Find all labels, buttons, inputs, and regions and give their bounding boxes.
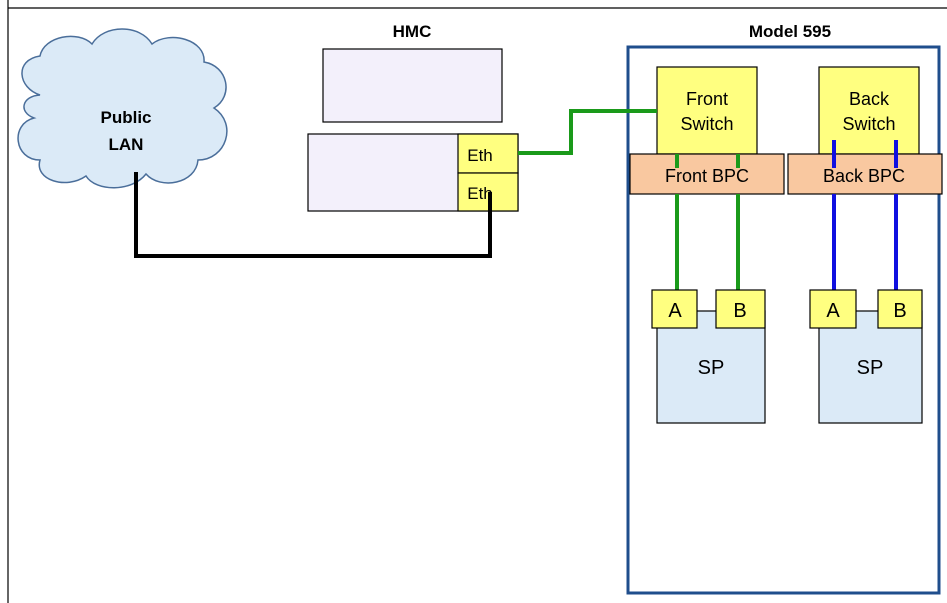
sp-right — [818, 310, 923, 424]
hmc-monitor — [322, 48, 503, 123]
back-bpc-label: Back BPC — [823, 166, 905, 186]
hmc-unit: Eth Eth — [307, 48, 519, 212]
front-switch — [656, 66, 758, 155]
port-b-left-label: B — [733, 300, 746, 322]
back-bpc — [787, 153, 943, 195]
model-595-frame — [626, 45, 941, 595]
lan-to-hmc-link — [134, 172, 492, 258]
back-switch — [818, 66, 920, 155]
cloud-label-line1: Public — [100, 108, 151, 127]
front-bpc — [629, 153, 785, 195]
front-switch-label-line2: Switch — [680, 114, 733, 134]
cloud-label-line2: LAN — [109, 135, 144, 154]
port-a-left-label: A — [668, 300, 682, 322]
cloud-shape — [17, 28, 228, 189]
back-switch-label-line2: Switch — [842, 114, 895, 134]
front-bpc-label: Front BPC — [665, 166, 749, 186]
sp-right-label: SP — [857, 357, 884, 379]
public-lan-cloud: Public LAN — [17, 28, 228, 189]
sp-left-label: SP — [698, 357, 725, 379]
port-a-left — [651, 289, 698, 329]
port-b-left — [715, 289, 766, 329]
sp-left — [656, 310, 766, 424]
port-a-right — [809, 289, 857, 329]
front-switch-label-line1: Front — [686, 89, 728, 109]
port-b-right — [877, 289, 923, 329]
port-b-right-label: B — [893, 300, 906, 322]
green-links — [518, 109, 740, 290]
model-title: Model 595 — [749, 22, 831, 41]
hmc-to-front-switch-link — [518, 109, 657, 155]
eth-label-top: Eth — [467, 146, 493, 165]
hmc-title: HMC — [393, 22, 432, 41]
back-switch-label-line1: Back — [849, 89, 890, 109]
eth-label-bottom: Eth — [467, 184, 493, 203]
blue-links — [832, 140, 898, 290]
port-a-right-label: A — [826, 300, 840, 322]
